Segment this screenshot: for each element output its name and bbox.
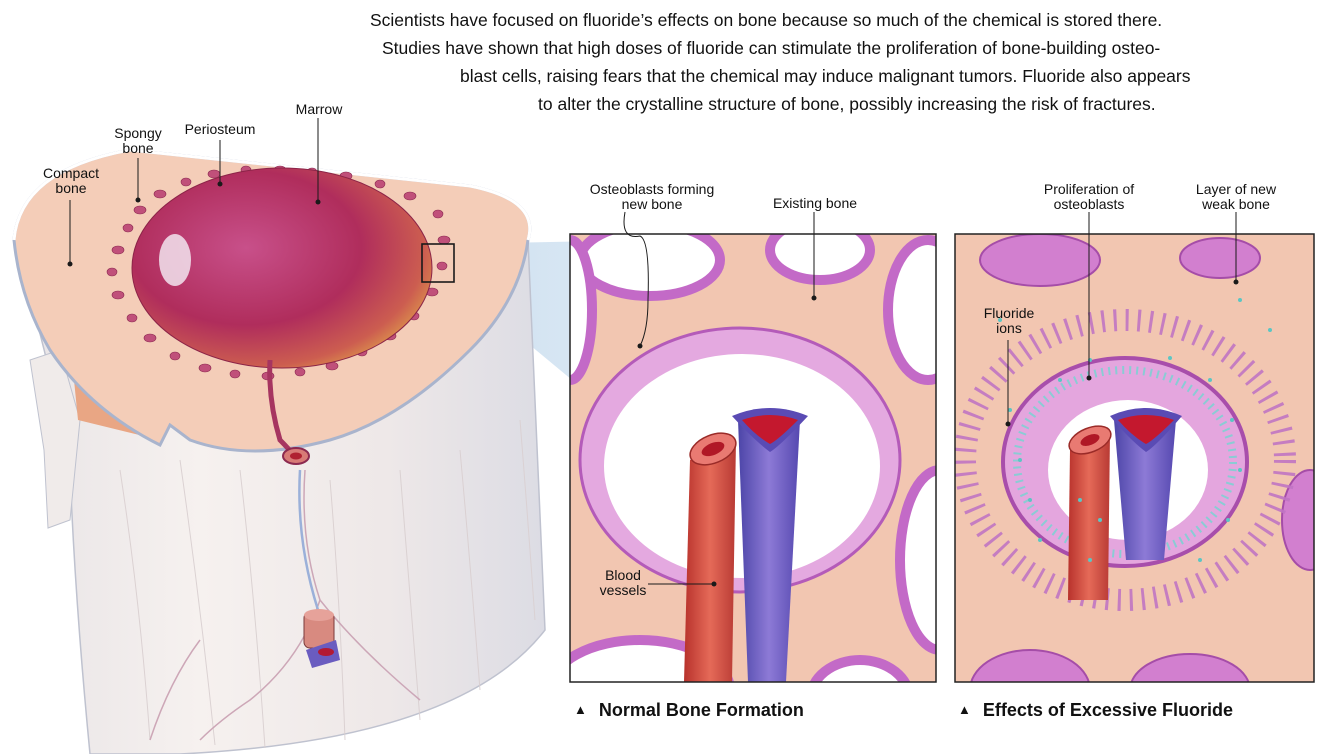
normal-panel: [548, 220, 980, 740]
label-compact-bone: Compact bone: [36, 166, 106, 196]
bone-cross-section: [14, 150, 545, 754]
intro-line-2: Studies have shown that high doses of fl…: [382, 36, 1160, 60]
label-blood-vessels: Blood vessels: [596, 568, 650, 598]
intro-line-4: to alter the crystalline structure of bo…: [538, 92, 1156, 116]
label-periosteum: Periosteum: [172, 122, 268, 137]
caption-fluoride-text: Effects of Excessive Fluoride: [983, 700, 1233, 720]
label-new-weak-bone: Layer of new weak bone: [1186, 182, 1286, 212]
caption-normal-text: Normal Bone Formation: [599, 700, 804, 720]
caption-fluoride: ▲ Effects of Excessive Fluoride: [958, 700, 1233, 721]
label-marrow: Marrow: [284, 102, 354, 117]
caption-normal: ▲ Normal Bone Formation: [574, 700, 804, 721]
triangle-icon: ▲: [574, 702, 587, 717]
label-fluoride-ions: Fluoride ions: [978, 306, 1040, 336]
label-proliferation: Proliferation of osteoblasts: [1024, 182, 1154, 212]
intro-line-1: Scientists have focused on fluoride’s ef…: [370, 8, 1162, 32]
label-spongy-bone: Spongy bone: [102, 126, 174, 156]
label-osteoblasts-forming: Osteoblasts forming new bone: [582, 182, 722, 212]
label-existing-bone: Existing bone: [760, 196, 870, 211]
triangle-icon: ▲: [958, 702, 971, 717]
intro-line-3: blast cells, raising fears that the chem…: [460, 64, 1191, 88]
